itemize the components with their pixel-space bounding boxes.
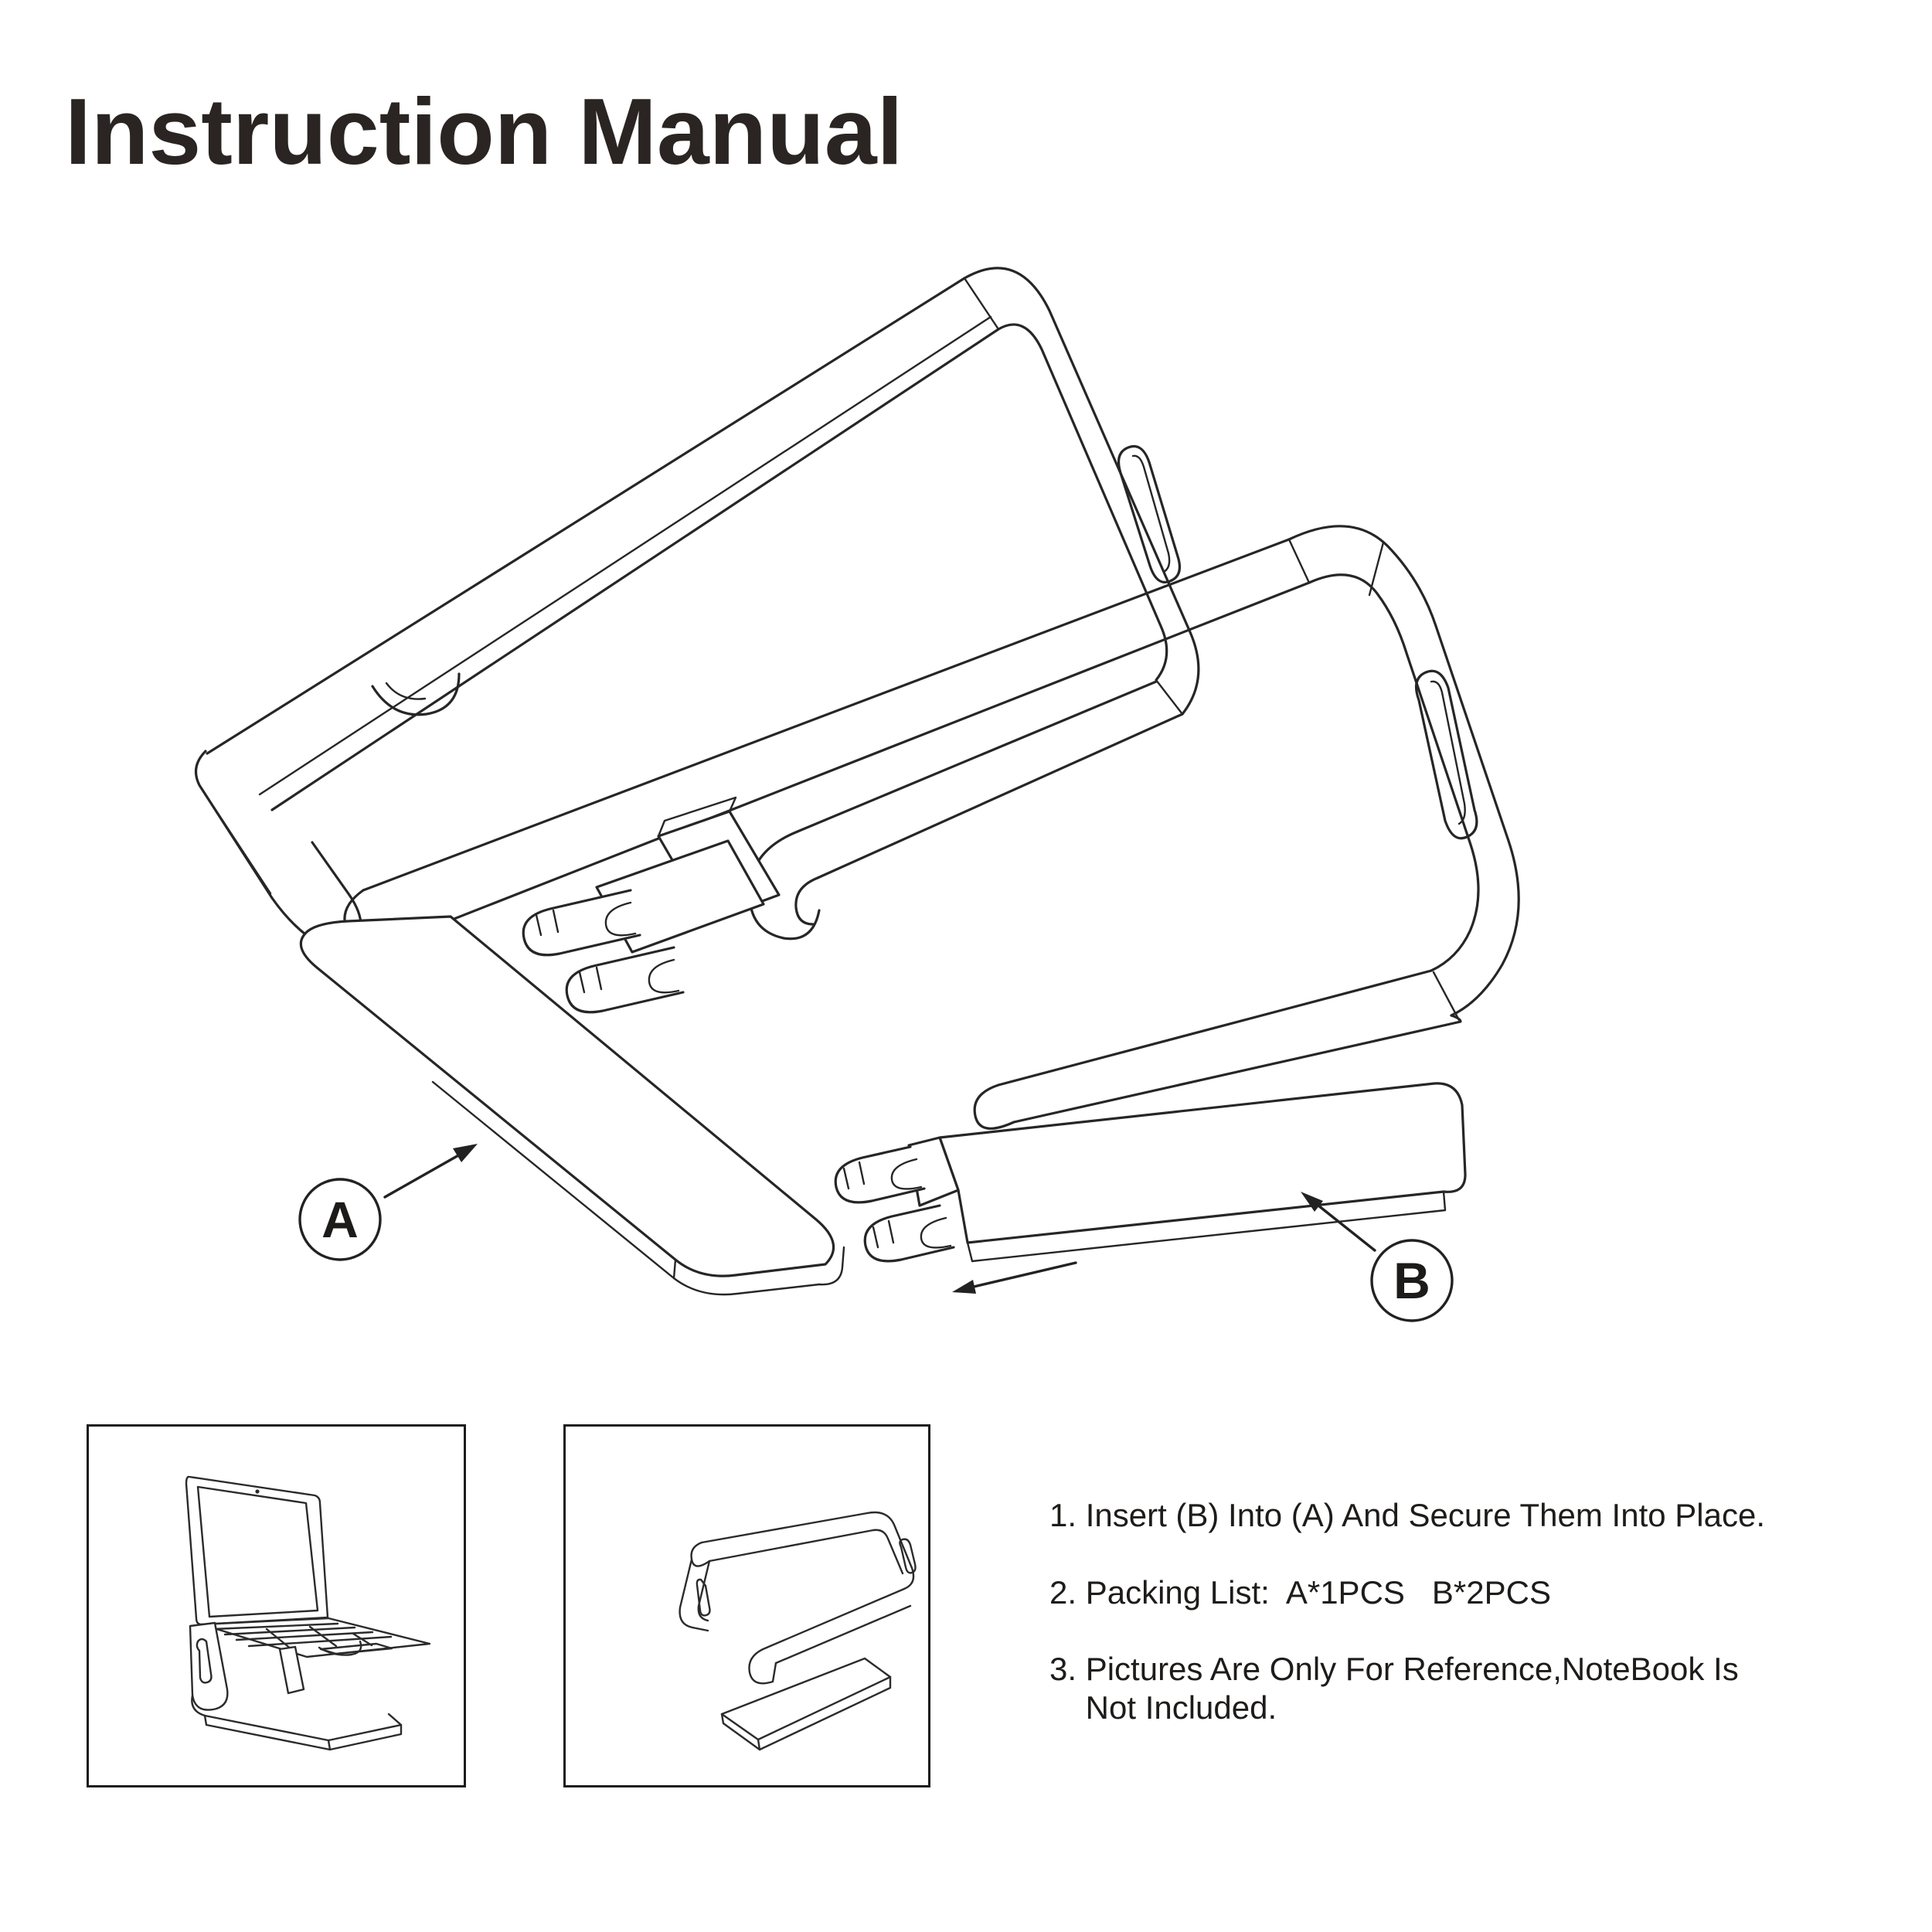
instruction-list: 1. Insert (B) Into (A) And Secure Them I… (1049, 1496, 1765, 1765)
fork-prong-2 (565, 946, 685, 1014)
stand-far-bottom-beam (973, 969, 1462, 1130)
stand-side-panel (189, 1621, 229, 1711)
slide-insert-direction-arrow (952, 1261, 1077, 1294)
laptop-keyboard (213, 1622, 393, 1655)
part-a-callout: A (298, 1144, 478, 1261)
stand-side-slot (196, 1638, 213, 1684)
inset-laptop-on-stand (87, 1424, 466, 1787)
instruction-step-1: 1. Insert (B) Into (A) And Secure Them I… (1049, 1497, 1765, 1533)
stand-right-bend (866, 1511, 915, 1590)
near-panel-slot (1117, 444, 1181, 583)
assembled-stand-illustration (679, 1511, 917, 1751)
laptop-screen (185, 1475, 329, 1626)
instruction-step-2: 2. Packing List: A*1PCS B*2PCS (1049, 1573, 1551, 1611)
stand-rear-support (278, 1645, 305, 1695)
stand-far-arm (343, 538, 1311, 948)
part-b-callout-arrow (1317, 1204, 1376, 1252)
part-a-callout-arrow (383, 1153, 461, 1199)
stand-near-panel (963, 267, 1200, 716)
stand-front-beam (765, 1587, 906, 1649)
laptop-lip (318, 1640, 362, 1656)
middle-fork-bar (522, 796, 781, 1014)
instruction-step-3: 3. Pictures Are Only For Reference,NoteB… (1049, 1651, 1739, 1726)
stand-top-arm (700, 1512, 869, 1544)
stand-near-bottom-beam (748, 680, 1184, 940)
part-b-callout: B (1301, 1192, 1454, 1322)
inset-assembled-stand (563, 1424, 930, 1787)
stand-left-slot (696, 1578, 711, 1617)
stand-left-panel (679, 1558, 709, 1632)
label-a: A (321, 1191, 359, 1248)
label-b: B (1393, 1252, 1430, 1309)
part-a-plate (299, 915, 845, 1296)
stand-front-lip (194, 672, 461, 953)
part-b-fork-prong-2 (863, 1204, 955, 1263)
fork-prong-1 (522, 889, 641, 957)
page-title: Instruction Manual (65, 79, 903, 184)
stand-base (191, 1694, 403, 1742)
part-b-plate (834, 1082, 1467, 1263)
laptop-on-stand-illustration (185, 1475, 431, 1751)
stand-far-panel (1287, 525, 1520, 1022)
part-b-fork-prong-1 (834, 1145, 926, 1204)
stand-right-slot (899, 1538, 917, 1574)
far-panel-slot (1414, 669, 1478, 840)
